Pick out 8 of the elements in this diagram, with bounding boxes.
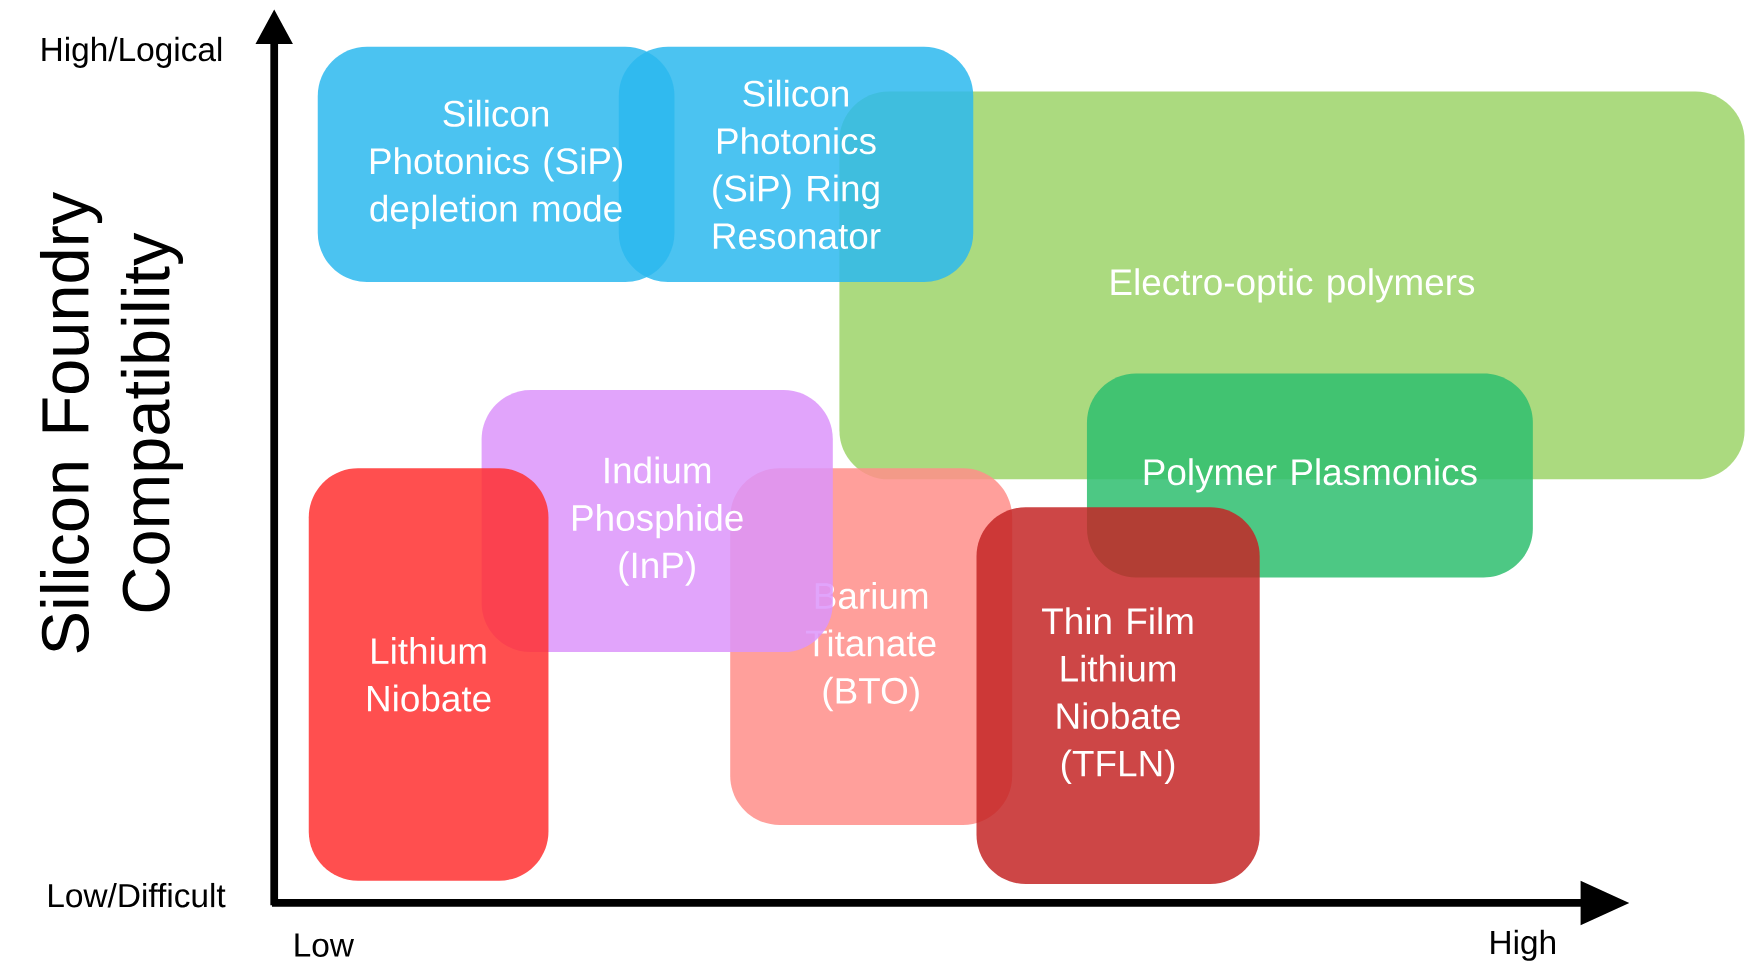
axis-label: Low <box>295 933 354 957</box>
material-region: Silicon Photonics (SiP) depletion mode <box>317 46 675 282</box>
axis-label: High/Logical <box>42 36 222 68</box>
material-region: Thin Film Lithium Niobate (TFLN) <box>976 506 1260 884</box>
material-region: Lithium Niobate <box>308 467 549 881</box>
axis-label: High <box>1491 929 1555 961</box>
axis-label: Low/Difficult <box>49 882 226 908</box>
axis-title: Silicon Foundry Compatibility <box>39 191 184 653</box>
